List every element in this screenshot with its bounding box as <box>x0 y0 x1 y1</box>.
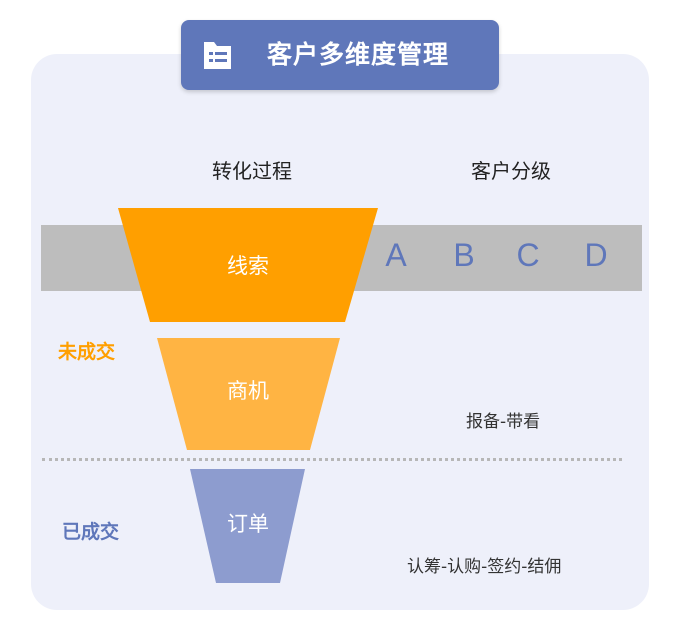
grade-c: C <box>516 237 540 273</box>
dotted-divider <box>42 458 622 461</box>
group-label-closed: 已成交 <box>62 521 120 543</box>
note-unclosed-steps: 报备-带看 <box>466 412 541 432</box>
grade-b: B <box>453 237 475 273</box>
title-banner: 客户多维度管理 <box>181 20 499 90</box>
page-title: 客户多维度管理 <box>267 40 450 69</box>
note-closed-steps: 认筹-认购-签约-结佣 <box>407 557 562 577</box>
column-heading-process: 转化过程 <box>212 159 292 183</box>
funnel-stage-orders <box>190 469 305 583</box>
funnel-stage-opportunities <box>157 338 340 450</box>
group-label-unclosed: 未成交 <box>58 341 116 363</box>
document-list-icon <box>204 42 231 69</box>
stage-label-opportunities: 商机 <box>227 379 269 403</box>
funnel-stage-leads <box>118 208 378 322</box>
grade-d: D <box>584 237 608 273</box>
stage-label-leads: 线索 <box>227 254 269 278</box>
column-heading-grading: 客户分级 <box>471 159 551 183</box>
grade-a: A <box>385 237 407 273</box>
content-panel <box>31 54 649 610</box>
stage-label-orders: 订单 <box>227 512 269 536</box>
